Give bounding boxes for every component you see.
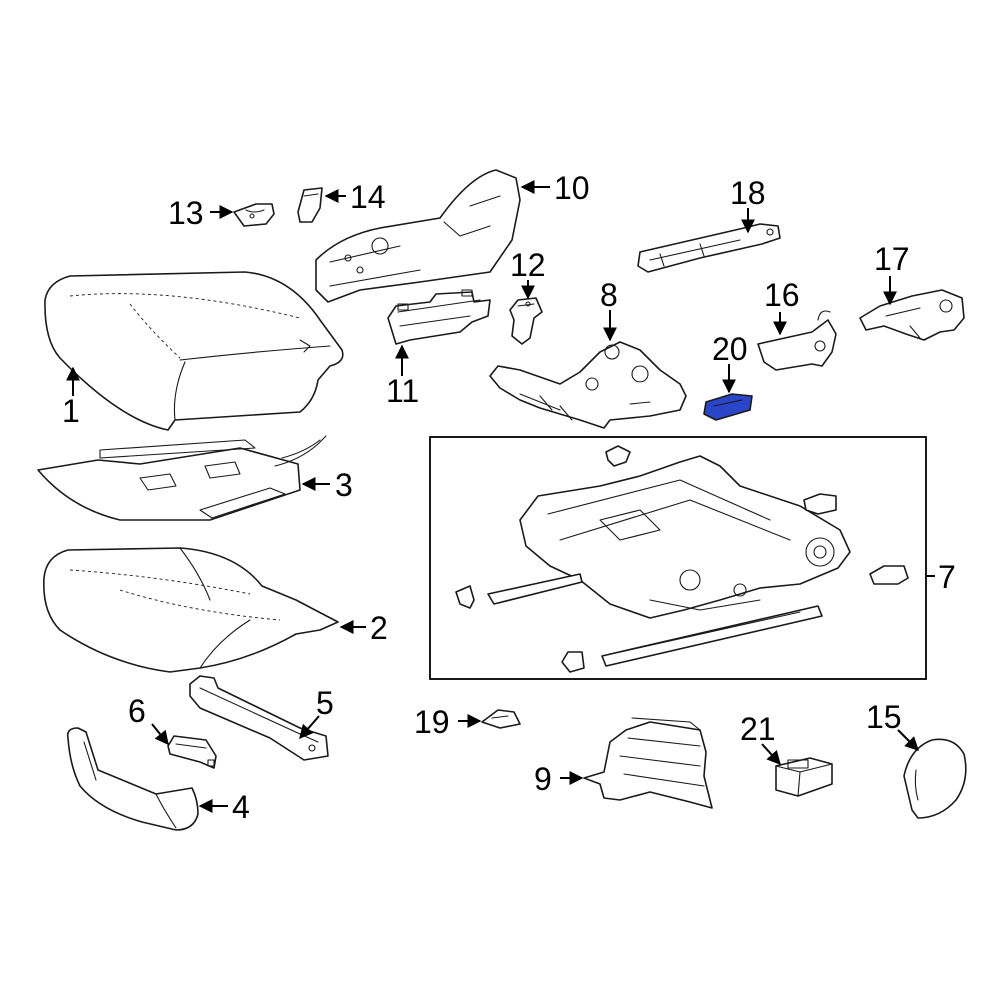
part-18-rail-cover[interactable]: [637, 223, 781, 273]
part-12-clip[interactable]: [509, 297, 543, 345]
callout-11: 11: [386, 373, 419, 409]
part-7-small-parts: [455, 445, 909, 673]
part-11-bracket[interactable]: [387, 289, 491, 345]
callout-10: 10: [554, 170, 590, 206]
callout-17: 17: [874, 241, 910, 277]
callout-13: 13: [168, 195, 204, 231]
part-16-motor[interactable]: [757, 310, 837, 371]
part-20-highlighted-cover[interactable]: [703, 393, 753, 421]
callout-3: 3: [335, 467, 353, 503]
callout-19: 19: [414, 704, 450, 740]
callout-20: 20: [712, 331, 748, 367]
callout-1: 1: [62, 393, 80, 429]
callout-21: 21: [740, 711, 776, 747]
part-1-cushion-cover[interactable]: [44, 271, 344, 431]
part-8-adjuster[interactable]: [489, 341, 687, 429]
part-7-seat-frame[interactable]: [487, 455, 851, 667]
part-15-knob[interactable]: [903, 738, 967, 819]
callout-18: 18: [730, 175, 766, 211]
part-2-cushion-pad[interactable]: [43, 547, 339, 673]
part-14-knob[interactable]: [297, 187, 323, 223]
part-13-cover[interactable]: [233, 203, 275, 227]
part-17-bracket[interactable]: [859, 289, 965, 341]
callout-15: 15: [866, 699, 902, 735]
callout-9: 9: [534, 761, 552, 797]
part-6-bracket[interactable]: [167, 735, 217, 769]
part-3-seat-heater[interactable]: [37, 435, 327, 521]
callout-2: 2: [370, 610, 388, 646]
callout-6: 6: [128, 693, 146, 729]
callout-7: 7: [938, 559, 956, 595]
part-19-clip[interactable]: [481, 709, 521, 729]
callout-16: 16: [764, 277, 800, 313]
callout-12: 12: [510, 247, 546, 283]
part-9-switch-assembly[interactable]: [583, 717, 713, 809]
part-10-side-cover[interactable]: [315, 169, 521, 303]
callout-4: 4: [232, 789, 250, 825]
callout-8: 8: [600, 277, 618, 313]
part-7-frame-group-box: [429, 436, 927, 680]
callout-14: 14: [350, 179, 386, 215]
part-4-side-shield[interactable]: [66, 727, 199, 831]
part-21-module[interactable]: [775, 757, 833, 797]
callout-5: 5: [316, 685, 334, 721]
